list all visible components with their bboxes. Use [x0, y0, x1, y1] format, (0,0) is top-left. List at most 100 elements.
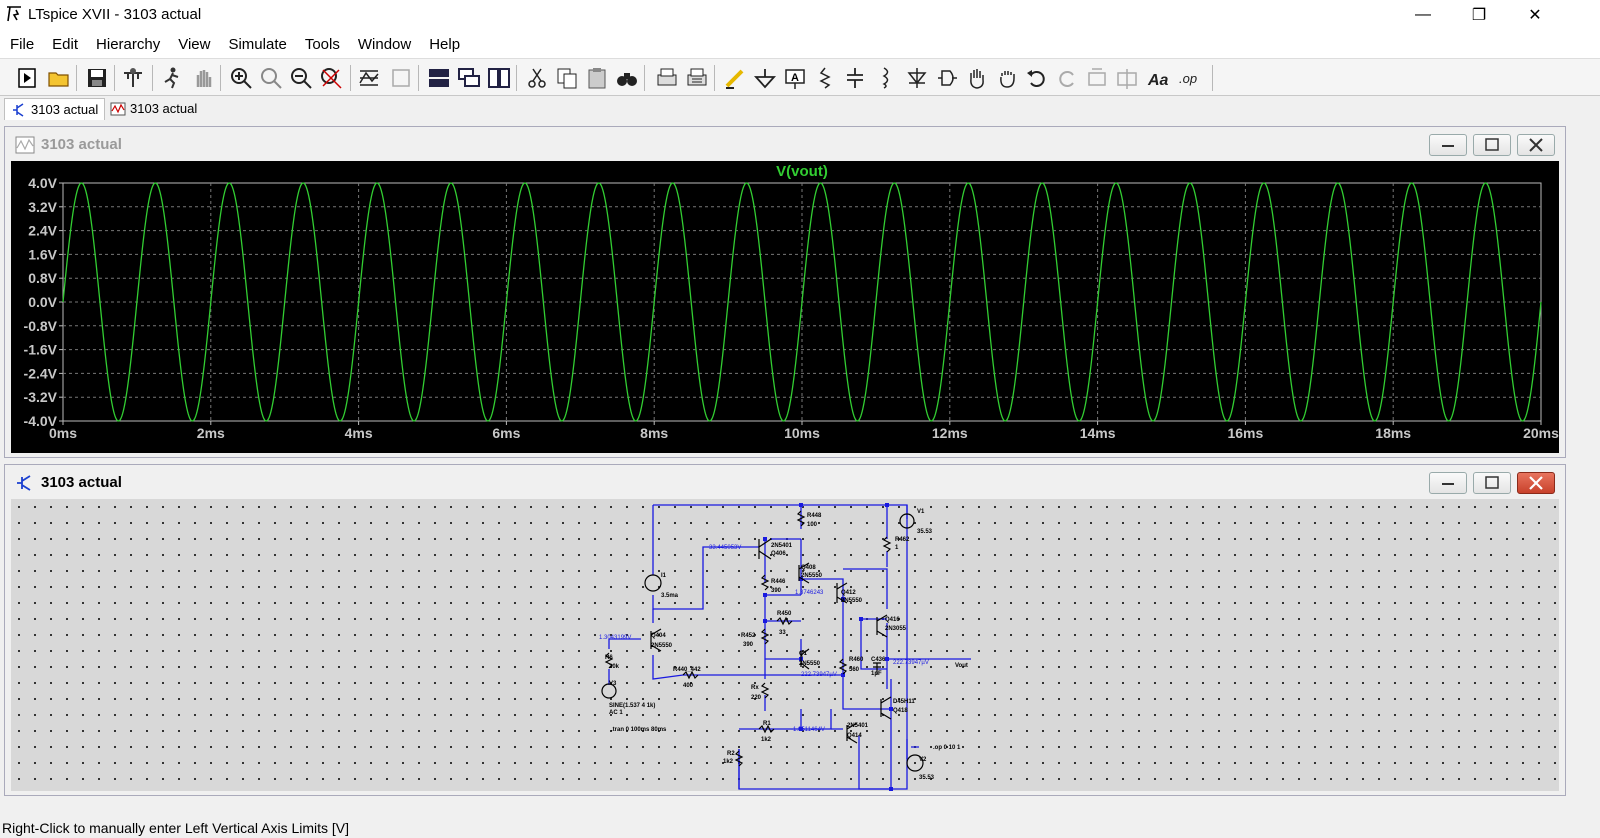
pan-icon[interactable]: [258, 65, 284, 91]
spice-directive-icon[interactable]: .op: [1178, 65, 1204, 91]
diode-icon[interactable]: [904, 65, 930, 91]
svg-text:A: A: [791, 72, 799, 84]
svg-text:35.53: 35.53: [919, 775, 935, 781]
schematic-drawing[interactable]: V1 35.53 I1 3.5ma R448 100 R462 1 2N5401…: [11, 499, 1559, 791]
zoom-out-icon[interactable]: [288, 65, 314, 91]
menu-view[interactable]: View: [178, 35, 211, 53]
menu-edit[interactable]: Edit: [52, 35, 79, 53]
y-tick-label: 0.8V: [28, 270, 57, 286]
svg-text:-1.0511464V: -1.0511464V: [791, 727, 825, 733]
ground-icon[interactable]: [752, 65, 778, 91]
component-icon[interactable]: [934, 65, 960, 91]
menu-window[interactable]: Window: [357, 35, 412, 53]
waveform-minimize-button[interactable]: [1429, 134, 1467, 156]
undo-icon[interactable]: [1024, 65, 1050, 91]
menu-file[interactable]: File: [10, 35, 35, 53]
x-tick-label: 14ms: [1080, 425, 1116, 441]
menu-bar: File Edit Hierarchy View Simulate Tools …: [0, 30, 1600, 58]
autorange-icon[interactable]: [356, 65, 382, 91]
svg-text:2N5401: 2N5401: [847, 723, 869, 729]
run-icon[interactable]: [158, 65, 184, 91]
copy-icon[interactable]: [554, 65, 580, 91]
waveform-window-titlebar: 3103 actual: [5, 127, 1565, 161]
waveform-maximize-button[interactable]: [1473, 134, 1511, 156]
zoom-fit-icon[interactable]: [318, 65, 344, 91]
find-icon[interactable]: [614, 65, 640, 91]
y-tick-label: 1.6V: [28, 246, 57, 262]
trace-line: [62, 182, 1542, 422]
schematic-minimize-button[interactable]: [1429, 472, 1467, 494]
tab-strip: 3103 actual 3103 actual: [0, 96, 1600, 122]
paste-icon[interactable]: [584, 65, 610, 91]
draw-wire-icon[interactable]: [722, 65, 748, 91]
status-text: Right-Click to manually enter Left Verti…: [2, 820, 350, 836]
menu-hierarchy[interactable]: Hierarchy: [96, 35, 161, 53]
new-schematic-icon[interactable]: [14, 65, 40, 91]
zoom-in-icon[interactable]: [228, 65, 254, 91]
mirror-icon[interactable]: [1114, 65, 1140, 91]
svg-text:Q414: Q414: [847, 733, 862, 739]
schematic-window-titlebar: 3103 actual: [5, 465, 1565, 499]
menu-simulate[interactable]: Simulate: [228, 35, 287, 53]
svg-text:R462: R462: [895, 537, 910, 543]
menu-tools[interactable]: Tools: [304, 35, 340, 53]
close-window-button[interactable]: ✕: [1528, 7, 1542, 24]
halt-icon[interactable]: [190, 65, 216, 91]
print-preview-icon[interactable]: [684, 65, 710, 91]
resistor-icon[interactable]: [812, 65, 838, 91]
schematic-icon: [17, 475, 31, 491]
svg-text:1pF: 1pF: [871, 671, 882, 677]
control-panel-icon[interactable]: [120, 65, 146, 91]
x-tick-label: 20ms: [1523, 425, 1559, 441]
tab-schematic[interactable]: 3103 actual: [4, 98, 106, 120]
y-tick-label: 3.2V: [28, 199, 57, 215]
x-tick-label: 16ms: [1227, 425, 1263, 441]
x-tick-label: 6ms: [492, 425, 520, 441]
svg-text:R460: R460: [849, 657, 864, 663]
y-tick-label: -4.0V: [24, 413, 58, 429]
tile-vertical-icon[interactable]: [486, 65, 512, 91]
svg-text:33: 33: [779, 630, 786, 636]
cascade-icon[interactable]: [456, 65, 482, 91]
schematic-maximize-button[interactable]: [1473, 472, 1511, 494]
waveform-icon: [110, 102, 126, 116]
y-tick-label: 4.0V: [28, 175, 57, 191]
y-tick-label: -2.4V: [24, 365, 58, 381]
move-hand-icon[interactable]: [964, 65, 990, 91]
save-icon[interactable]: [84, 65, 110, 91]
svg-text:2N5550: 2N5550: [841, 598, 863, 604]
capacitor-icon[interactable]: [842, 65, 868, 91]
autorange-disabled-icon[interactable]: [388, 65, 414, 91]
svg-text:2N5401: 2N5401: [771, 543, 793, 549]
minimize-window-button[interactable]: —: [1415, 6, 1431, 23]
text-icon[interactable]: Aa: [1146, 65, 1172, 91]
svg-text:1.3043199V: 1.3043199V: [599, 635, 631, 641]
svg-text:.op: .op: [1179, 71, 1197, 86]
x-tick-label: 0ms: [49, 425, 77, 441]
svg-text:400: 400: [683, 683, 694, 689]
tile-horizontal-icon[interactable]: [426, 65, 452, 91]
restore-window-button[interactable]: ❐: [1471, 7, 1487, 24]
open-folder-icon[interactable]: [46, 65, 72, 91]
svg-text:R440_442: R440_442: [673, 667, 701, 673]
tab-waveform[interactable]: 3103 actual: [104, 98, 203, 120]
schematic-icon: [13, 103, 24, 117]
schematic-canvas[interactable]: V1 35.53 I1 3.5ma R448 100 R462 1 2N5401…: [11, 499, 1559, 791]
rotate-icon[interactable]: [1084, 65, 1110, 91]
label-net-icon[interactable]: A: [782, 65, 808, 91]
redo-icon[interactable]: [1054, 65, 1080, 91]
svg-text:Vout: Vout: [955, 663, 968, 669]
inductor-icon[interactable]: [872, 65, 898, 91]
svg-text:220: 220: [751, 695, 762, 701]
svg-text:2N3055: 2N3055: [885, 626, 907, 632]
menu-help[interactable]: Help: [429, 35, 461, 53]
waveform-close-button[interactable]: [1517, 134, 1555, 156]
cut-icon[interactable]: [524, 65, 550, 91]
schematic-close-button[interactable]: [1517, 472, 1555, 494]
svg-text:AC 1: AC 1: [609, 710, 623, 716]
drag-hand-icon[interactable]: [994, 65, 1020, 91]
print-icon[interactable]: [654, 65, 680, 91]
